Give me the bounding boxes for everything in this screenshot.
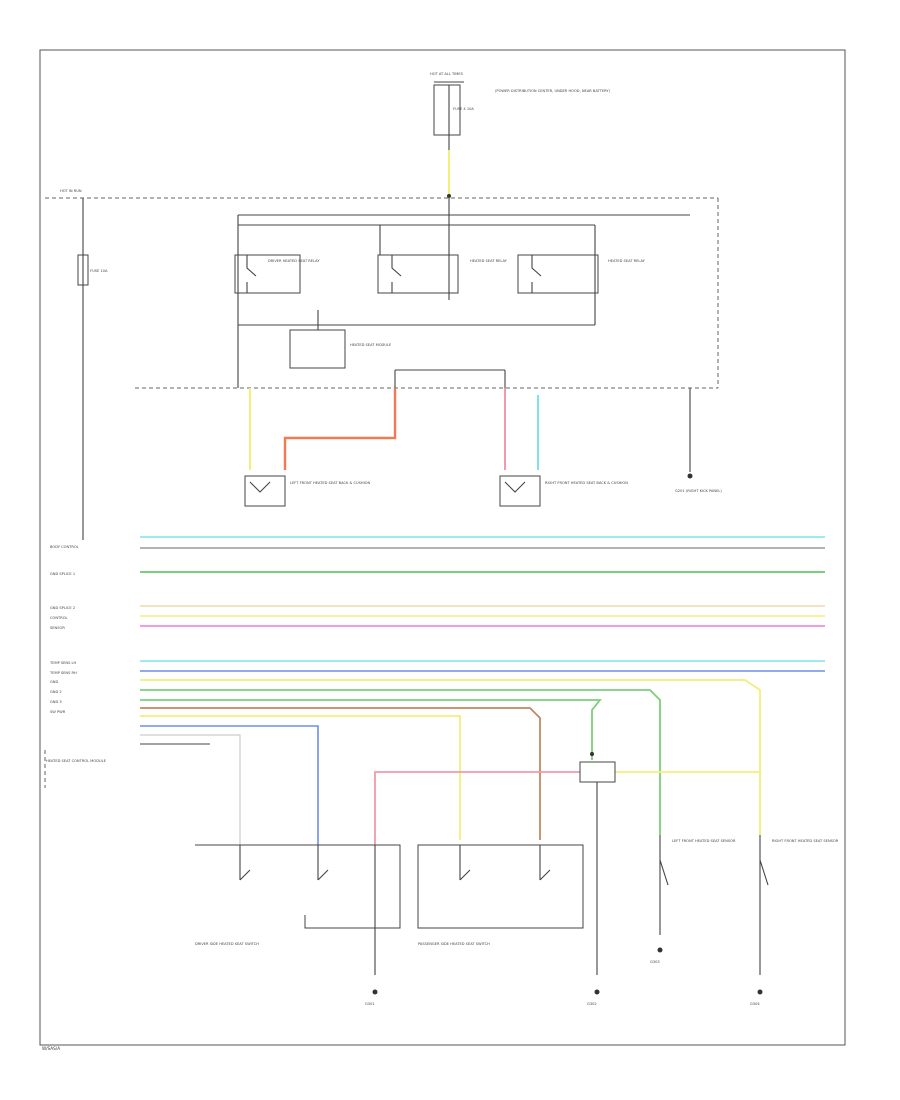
- bottom-grounds: G301 G302 G303 G304: [365, 947, 763, 1006]
- bus-label-1: GND SPLICE 1: [50, 572, 75, 576]
- bus-label-5: TEMP SENS LH: [49, 661, 77, 665]
- seat-sensor-right: RIGHT FRONT HEATED SEAT SENSOR: [759, 835, 839, 975]
- heated-seat-element-right: RIGHT FRONT HEATED SEAT BACK & CUSHION: [499, 475, 628, 507]
- bus-label-2: GND SPLICE 2: [50, 606, 75, 610]
- seat-element-left-label: LEFT FRONT HEATED SEAT BACK & CUSHION: [290, 481, 370, 485]
- bus-label-3: CONTROL: [50, 616, 68, 620]
- ground-bottom-1: G302: [587, 1002, 597, 1006]
- splice-block: [579, 752, 616, 845]
- bus-label-8: GND 2: [50, 690, 62, 694]
- driver-switch-box: DRIVER SIDE HEATED SEAT SWITCH: [195, 844, 401, 975]
- bus-label-10: SW PWR: [50, 710, 66, 714]
- bus-label-9: GND 3: [50, 700, 62, 704]
- bus-label-6: TEMP SENS RH: [49, 671, 77, 675]
- bus-label-7: GND: [50, 680, 58, 684]
- relay-box: DRIVER HEATED SEAT RELAY HEATED SEAT REL…: [234, 196, 690, 388]
- passenger-switch-label: PASSENGER SIDE HEATED SEAT SWITCH: [418, 942, 490, 946]
- left-fuse-label: FUSE 10A: [90, 269, 108, 273]
- top-fuse-note: (POWER DISTRIBUTION CENTER, UNDER HOOD, …: [495, 89, 611, 93]
- relay-2: [377, 254, 459, 294]
- ground-top-label: G201 (RIGHT KICK PANEL): [675, 489, 722, 493]
- seat-sensor-left-label: LEFT FRONT HEATED SEAT SENSOR: [672, 839, 736, 843]
- hot-in-run-label: HOT IN RUN: [60, 189, 82, 193]
- hot-at-all-times-label: HOT AT ALL TIMES: [430, 72, 464, 76]
- seat-element-wires: G201 (RIGHT KICK PANEL): [249, 388, 722, 493]
- bus-labels: BODY CONTROL GND SPLICE 1 GND SPLICE 2 C…: [44, 545, 107, 788]
- seat-sensor-right-label: RIGHT FRONT HEATED SEAT SENSOR: [772, 839, 839, 843]
- seat-sensor-left: LEFT FRONT HEATED SEAT SENSOR: [659, 835, 736, 935]
- hot-in-run-feed: HOT IN RUN FUSE 10A: [45, 189, 719, 540]
- relay-2-label: HEATED SEAT RELAY: [470, 259, 508, 263]
- relay-3: [517, 254, 599, 294]
- bus-label-4: SENSOR: [50, 626, 65, 630]
- passenger-switch-box: PASSENGER SIDE HEATED SEAT SWITCH: [417, 844, 598, 975]
- seat-element-right-label: RIGHT FRONT HEATED SEAT BACK & CUSHION: [545, 481, 628, 485]
- top-power-source: HOT AT ALL TIMES FUSE 4 10A (POWER DISTR…: [430, 72, 611, 198]
- top-fuse-label: FUSE 4 10A: [453, 107, 474, 111]
- driver-switch-label: DRIVER SIDE HEATED SEAT SWITCH: [195, 942, 259, 946]
- relay-1-label: DRIVER HEATED SEAT RELAY: [268, 259, 320, 263]
- heated-seat-element-left: LEFT FRONT HEATED SEAT BACK & CUSHION: [244, 475, 370, 507]
- diagram-frame: [39, 49, 846, 1046]
- page-ref: W/SAS/A: [42, 1046, 60, 1051]
- heated-seat-module-box: [289, 329, 346, 369]
- ecu-label: HEATED SEAT CONTROL MODULE: [46, 759, 107, 763]
- ground-bottom-0: G301: [365, 1002, 375, 1006]
- ground-bottom-2: G303: [650, 960, 660, 964]
- relay-3-label: HEATED SEAT RELAY: [608, 259, 646, 263]
- bus-wires: [140, 536, 825, 845]
- control-module-label: HEATED SEAT MODULE: [350, 343, 392, 347]
- relay-1: [234, 254, 301, 294]
- ground-bottom-3: G304: [750, 1002, 760, 1006]
- bus-label-0: BODY CONTROL: [50, 545, 79, 549]
